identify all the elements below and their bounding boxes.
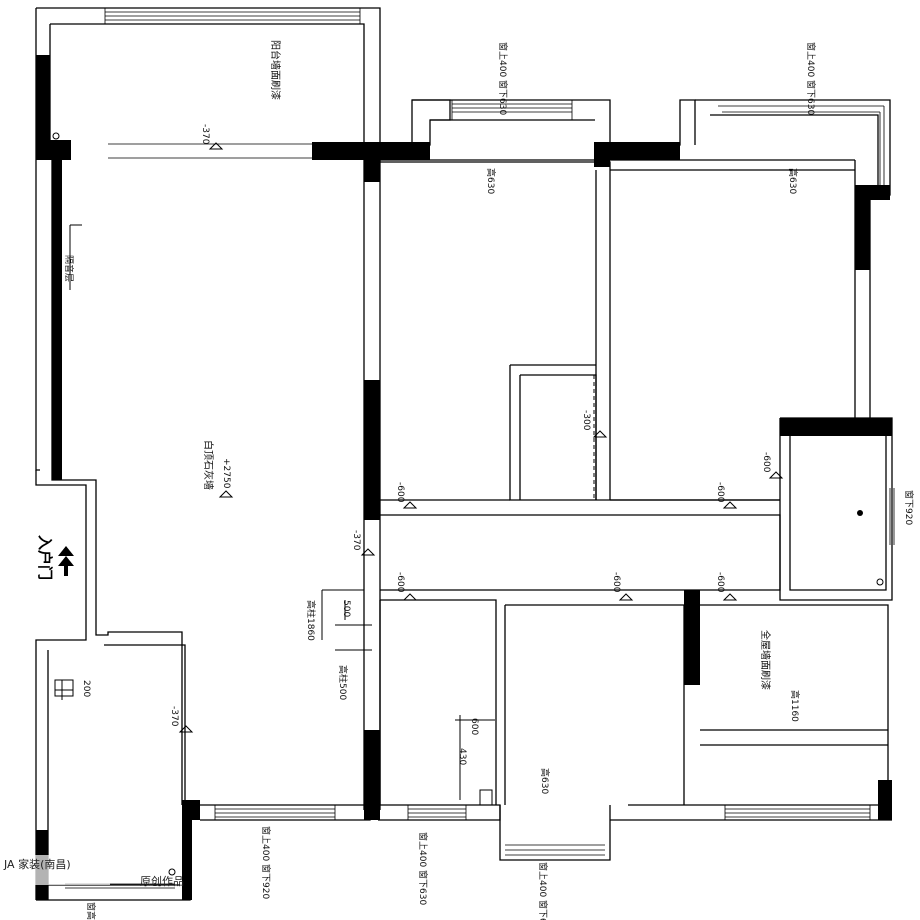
labels: 阳台墙面刷漆 白顶石灰墙 隔音层 全屋墙面刷漆 -370 +2750 -370 … <box>36 40 915 920</box>
elevation-label: -600 <box>611 572 621 593</box>
watermark-brand: JA 家装(南昌) <box>3 857 71 871</box>
dim-label: 200 <box>81 680 91 697</box>
elevation-label: -600 <box>715 482 725 503</box>
elevation-label: +2750 <box>221 458 231 489</box>
elevation-label: -370 <box>200 124 210 145</box>
entry-arrow-icon <box>58 546 74 576</box>
elevation-label: -600 <box>761 452 771 473</box>
window-note: 窗上400 窗下920 <box>260 826 272 899</box>
window-note: 窗下920 <box>903 490 915 525</box>
watermark: JA 家装(南昌) 原创作品 <box>0 855 184 888</box>
window-note: 窗上400 窗下630 <box>805 42 817 115</box>
floor-drain-icon <box>857 510 863 516</box>
window-note: 窗高 <box>85 902 97 920</box>
elevation-markers <box>178 142 784 733</box>
room-label-bath: 全屋墙面刷漆 <box>759 630 772 690</box>
elevation-label: -600 <box>395 482 405 503</box>
height-note: 高630 <box>539 768 551 794</box>
height-note: 高柱1860 <box>305 600 317 641</box>
elevation-label: -370 <box>169 706 179 727</box>
height-note: 高柱500 <box>337 665 349 700</box>
height-note: 高630 <box>485 168 497 194</box>
elevation-label: -600 <box>715 572 725 593</box>
window-note: 窗上400 窗下630 <box>417 832 429 905</box>
dim-label: 500 <box>341 600 351 617</box>
dim-label: 430 <box>457 748 467 765</box>
height-note: 高630 <box>787 168 799 194</box>
window-note: 窗上400 窗下630 <box>537 862 549 920</box>
watermark-credit: 原创作品 <box>140 875 184 888</box>
room-label-balcony: 阳台墙面刷漆 <box>269 40 282 100</box>
room-label-living: 白顶石灰墙 <box>202 440 215 490</box>
elevation-label: -300 <box>581 410 591 431</box>
wall-columns <box>36 55 892 900</box>
elevation-label: -600 <box>395 572 405 593</box>
room-label-wall-strip: 隔音层 <box>63 255 75 282</box>
fixtures <box>52 132 884 876</box>
dim-label: 600 <box>469 718 479 735</box>
windows <box>65 8 895 889</box>
entry-door-label: 入户门 <box>36 535 54 580</box>
window-note: 窗上400 窗下630 <box>497 42 509 115</box>
elevation-label: -370 <box>351 530 361 551</box>
height-note: 高1160 <box>789 690 801 722</box>
